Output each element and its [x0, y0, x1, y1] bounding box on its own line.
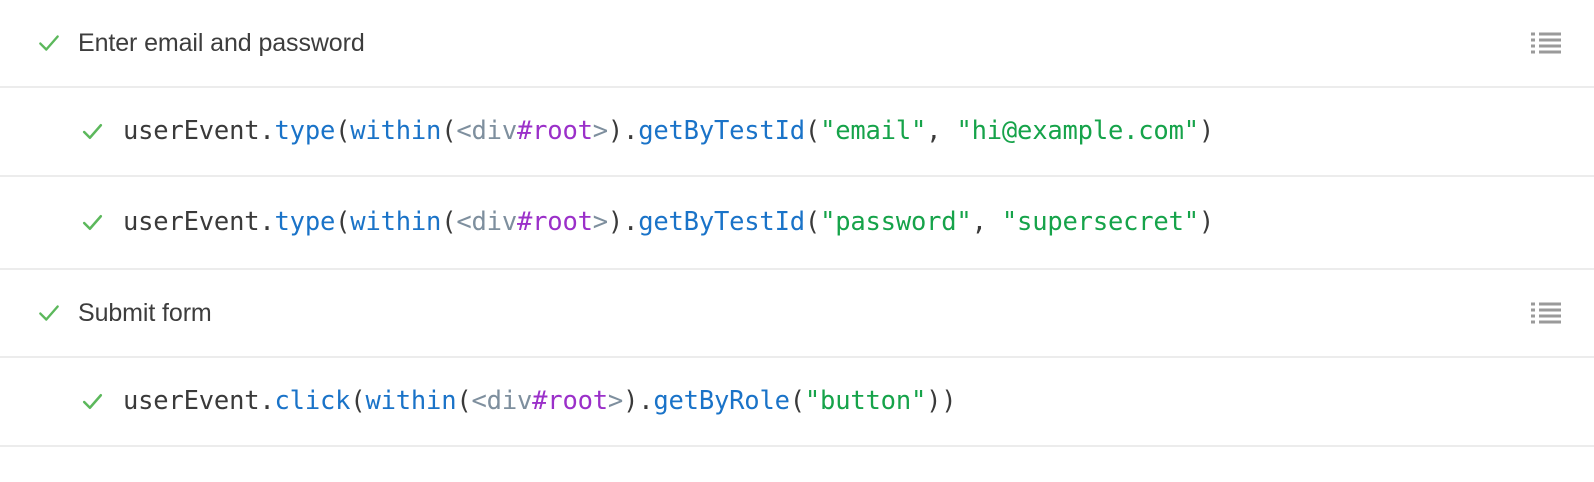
list-icon[interactable]	[1531, 302, 1561, 324]
code-token-id: #root	[516, 206, 593, 237]
code-token-tag: >	[592, 115, 608, 146]
row-actions[interactable]	[1531, 32, 1561, 54]
code-token-punct: )	[1198, 206, 1215, 237]
code-token-punct: ,	[971, 206, 1002, 237]
code-token-punct: (	[789, 385, 805, 416]
code-token-punct: (	[456, 385, 472, 416]
list-icon[interactable]	[1531, 32, 1561, 54]
check-icon	[36, 30, 62, 56]
command-code: userEvent.type(within(<div#root>).getByT…	[123, 206, 1215, 237]
code-token-tag: >	[607, 385, 624, 416]
code-token-id: #root	[532, 385, 608, 416]
code-token-fn: getByTestId	[638, 115, 805, 146]
command-row[interactable]: userEvent.click(within(<div#root>).getBy…	[0, 358, 1594, 447]
code-token-fn: getByTestId	[638, 206, 805, 237]
code-token-tag: >	[592, 206, 608, 237]
code-token-punct: ))	[926, 385, 957, 416]
check-icon	[36, 300, 62, 326]
code-token-punct: (	[804, 206, 821, 237]
code-token-str: "hi@example.com"	[956, 115, 1199, 146]
code-token-punct: (	[350, 385, 366, 416]
code-token-punct: ).	[607, 206, 639, 237]
code-token-punct: (	[441, 206, 457, 237]
check-icon	[80, 389, 105, 414]
command-code: userEvent.click(within(<div#root>).getBy…	[123, 385, 957, 416]
code-token-punct: ).	[607, 115, 639, 146]
code-token-fn: type	[274, 206, 336, 237]
code-token-fn: within	[350, 206, 442, 237]
code-token-punct: (	[335, 115, 351, 146]
check-icon	[80, 210, 105, 235]
code-token-tag: <div	[456, 206, 517, 237]
command-row[interactable]: userEvent.type(within(<div#root>).getByT…	[0, 88, 1594, 177]
code-token-punct: userEvent.	[123, 385, 275, 416]
command-code: userEvent.type(within(<div#root>).getByT…	[123, 115, 1215, 146]
code-token-fn: getByRole	[653, 385, 790, 416]
code-token-str: "password"	[820, 206, 972, 237]
check-icon	[80, 119, 105, 144]
code-token-fn: within	[350, 115, 442, 146]
code-token-punct: (	[441, 115, 457, 146]
code-token-tag: <div	[471, 385, 533, 416]
suite-title: Enter email and password	[78, 28, 365, 57]
suite-row[interactable]: Enter email and password	[0, 0, 1594, 88]
code-token-punct: )	[1198, 115, 1215, 146]
code-token-str: "email"	[820, 115, 927, 146]
code-token-punct: ,	[926, 115, 957, 146]
suite-title: Submit form	[78, 298, 212, 327]
code-token-fn: click	[274, 385, 351, 416]
code-token-punct: userEvent.	[123, 206, 275, 237]
row-actions[interactable]	[1531, 302, 1561, 324]
code-token-str: "supersecret"	[1001, 206, 1199, 237]
code-token-punct: ).	[623, 385, 654, 416]
code-token-punct: (	[335, 206, 351, 237]
code-token-punct: (	[804, 115, 821, 146]
suite-row[interactable]: Submit form	[0, 270, 1594, 358]
code-token-str: "button"	[804, 385, 927, 416]
code-token-id: #root	[516, 115, 593, 146]
command-row[interactable]: userEvent.type(within(<div#root>).getByT…	[0, 177, 1594, 270]
code-token-punct: userEvent.	[123, 115, 275, 146]
code-token-tag: <div	[456, 115, 517, 146]
code-token-fn: type	[274, 115, 336, 146]
code-token-fn: within	[365, 385, 457, 416]
